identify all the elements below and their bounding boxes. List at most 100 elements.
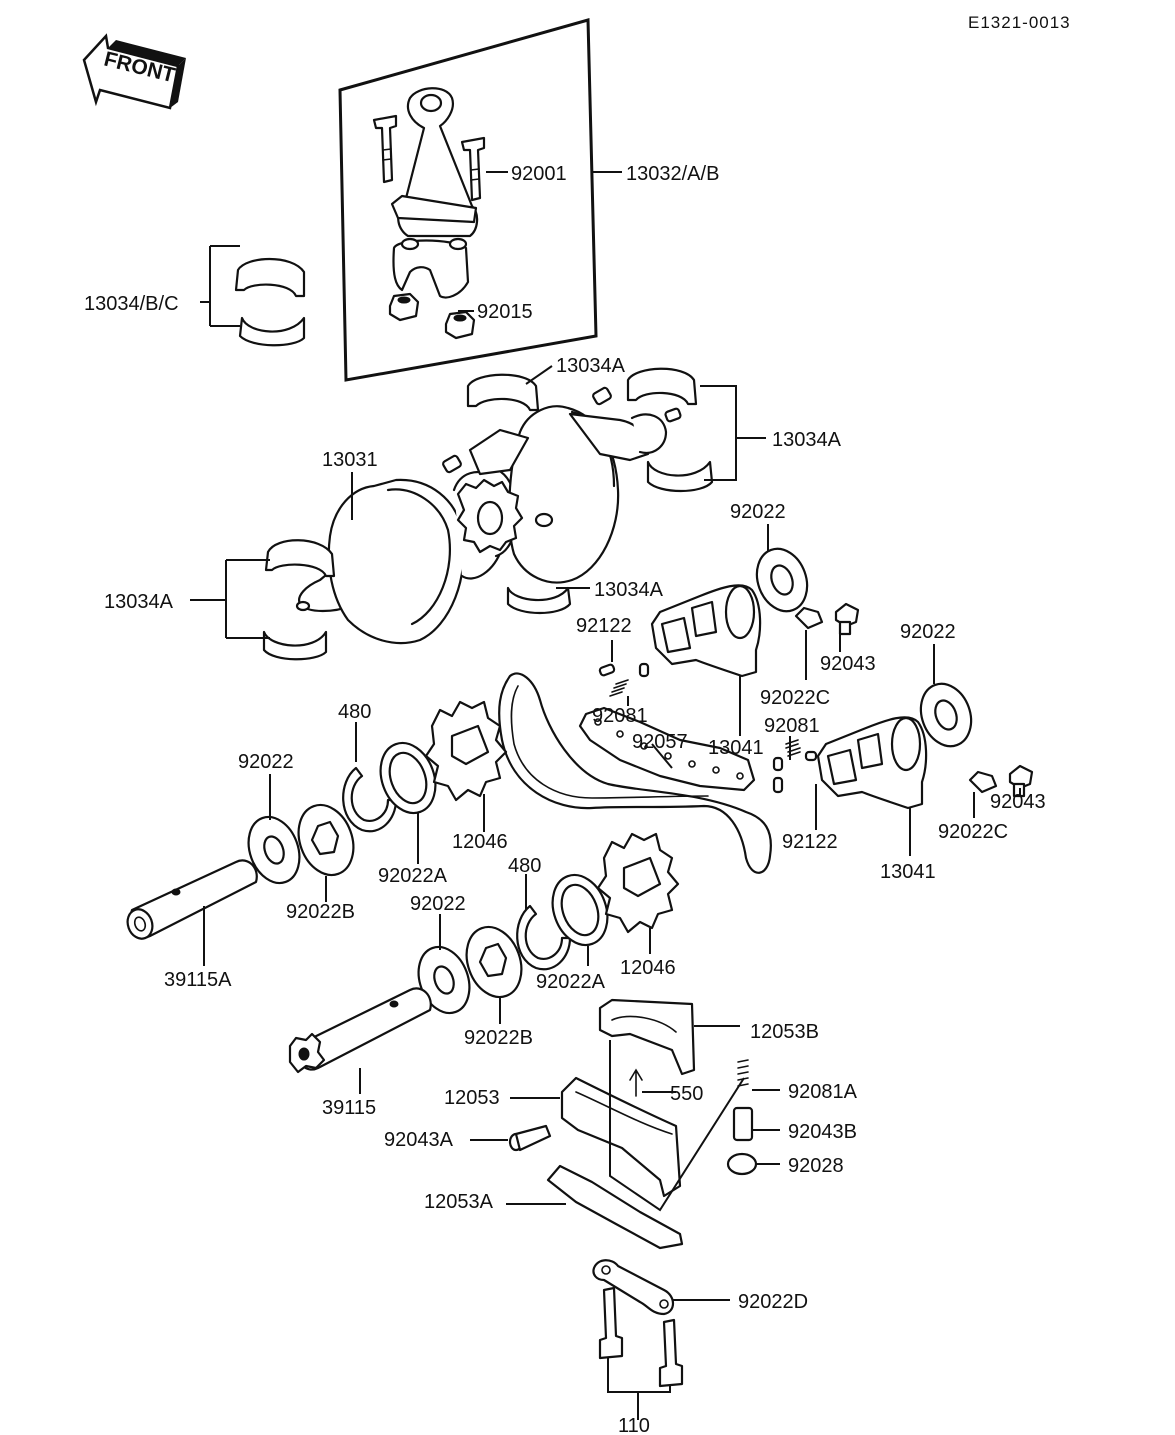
cotter-pin [629, 1068, 643, 1097]
chain-guide-upper [598, 998, 696, 1076]
part-label: 12046 [620, 957, 676, 979]
washer [247, 815, 301, 885]
part-label: 92057 [632, 731, 688, 753]
bushing [726, 1152, 758, 1176]
bolt [598, 1286, 624, 1360]
chain-guide-holder [650, 584, 762, 678]
part-label: 110 [618, 1415, 650, 1435]
cam-chain [498, 672, 772, 874]
part-label: 12053A [424, 1191, 494, 1213]
main-bearing-insert [506, 586, 572, 614]
part-label: 13034A [772, 429, 842, 451]
part-label: 92043A [384, 1129, 454, 1151]
part-label: 92022B [286, 901, 355, 923]
dowel-pin [664, 407, 682, 423]
part-label: 92022 [410, 893, 466, 915]
pin [772, 776, 784, 794]
main-bearing-insert [626, 367, 698, 406]
washer [417, 945, 471, 1015]
chain-guide-lower [546, 1164, 684, 1250]
part-label: 92022B [464, 1027, 533, 1049]
main-bearing-insert [466, 373, 540, 412]
washer [551, 873, 609, 947]
connecting-rod-nut [444, 310, 476, 340]
chain-guide [560, 1076, 682, 1198]
connecting-rod-bearing-insert [234, 257, 306, 347]
connecting-rod-nut [388, 292, 420, 322]
part-label: 92043 [820, 653, 876, 675]
lock-washer [968, 770, 998, 794]
collar [732, 1106, 754, 1142]
pin [598, 663, 616, 677]
sprocket-hub [297, 803, 355, 877]
connecting-rod-kit-frame [338, 18, 598, 382]
part-label: 92081A [788, 1081, 858, 1103]
guide-pin [508, 1124, 552, 1152]
part-label: 12053B [750, 1021, 819, 1043]
spring [785, 739, 801, 757]
dowel-pin [442, 454, 462, 474]
part-label: 13034A [104, 591, 174, 613]
part-label: 480 [338, 701, 371, 723]
part-label: 39115 [322, 1097, 376, 1119]
part-label: 92022 [238, 751, 294, 773]
part-label: 92122 [576, 615, 632, 637]
part-label: 92122 [782, 831, 838, 853]
shaft [126, 859, 258, 940]
part-label: 13032/A/B [626, 163, 719, 185]
spring [609, 679, 629, 697]
shaft [288, 987, 432, 1074]
part-label: 13034A [556, 355, 626, 377]
part-label: 92081 [764, 715, 820, 737]
sprocket-hub [465, 925, 523, 999]
part-label: 13041 [708, 737, 764, 759]
pin [772, 756, 784, 772]
holder-bolt [834, 602, 860, 636]
washer [919, 682, 973, 748]
bolt [658, 1318, 684, 1388]
lock-washer [794, 606, 824, 630]
guide-bracket [592, 1259, 675, 1316]
part-label: 13031 [322, 449, 378, 471]
part-label: 92022 [730, 501, 786, 523]
leader-lines [190, 171, 1021, 1420]
front-arrow-icon: FRONT [82, 33, 186, 110]
main-bearing-insert [264, 539, 336, 578]
part-label: 480 [508, 855, 541, 877]
washer [379, 741, 437, 815]
pin [804, 750, 818, 762]
part-label: 92022D [738, 1291, 808, 1313]
part-label: 92022C [938, 821, 1008, 843]
main-bearing-insert [262, 630, 328, 661]
cam-sprocket [424, 700, 508, 802]
spring [737, 1059, 749, 1087]
main-bearing-insert [646, 460, 714, 492]
part-label: 39115A [164, 969, 232, 991]
part-label: 13034/B/C [84, 293, 179, 315]
part-label: 12053 [444, 1087, 500, 1109]
part-label: 550 [670, 1083, 703, 1105]
cam-sprocket [596, 832, 680, 934]
part-label: 92043 [990, 791, 1046, 813]
part-label: 13034A [594, 579, 664, 601]
part-label: 92081 [592, 705, 648, 727]
part-label: 92043B [788, 1121, 857, 1143]
part-label: 92015 [477, 301, 533, 323]
part-label: 92022C [760, 687, 830, 709]
part-label: 12046 [452, 831, 508, 853]
connecting-rod-bolt [372, 114, 398, 184]
part-label: 13041 [880, 861, 936, 883]
part-label: 92028 [788, 1155, 844, 1177]
dowel-pin [592, 386, 612, 406]
chain-guide-holder [816, 716, 928, 810]
connecting-rod-bolt [460, 136, 486, 202]
part-label: 92022A [378, 865, 448, 887]
part-labels: 92001 13032/A/B 92015 13034/B/C 13034A 1… [84, 163, 1046, 1435]
crank-timing-sprocket [456, 478, 524, 554]
part-label: 92022 [900, 621, 956, 643]
connecting-rod [390, 87, 479, 299]
part-label: 92022A [536, 971, 606, 993]
pin [638, 662, 650, 678]
drawing-code: E1321-0013 [968, 13, 1071, 32]
